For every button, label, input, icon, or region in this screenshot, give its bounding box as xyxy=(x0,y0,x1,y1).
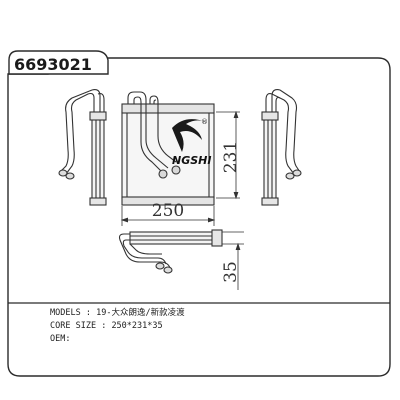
spec-models-value: 19-大众朗逸/新款凌渡 xyxy=(96,308,185,318)
spec-core-size-value: 250*231*35 xyxy=(111,321,163,331)
left-side-view xyxy=(58,89,107,206)
height-dimension xyxy=(216,110,240,200)
spec-core-size: CORE SIZE : 250*231*35 xyxy=(50,320,163,333)
part-number-tab xyxy=(8,50,109,75)
part-number: 6693021 xyxy=(14,55,92,74)
spec-oem-label: OEM xyxy=(50,334,66,344)
spec-oem: OEM: xyxy=(50,333,70,346)
spec-models-sep: : xyxy=(85,308,91,318)
brand-wordmark: NGSHI xyxy=(172,154,211,167)
right-side-view xyxy=(261,89,302,206)
front-view xyxy=(121,91,215,206)
spec-core-size-label: CORE SIZE xyxy=(50,321,97,331)
bottom-view xyxy=(118,229,223,274)
width-dimension xyxy=(120,206,216,226)
depth-label: 35 xyxy=(221,261,241,283)
width-label: 250 xyxy=(152,201,184,221)
spec-models-label: MODELS xyxy=(50,308,81,318)
brand-logo: ® NGSHI xyxy=(172,118,211,167)
spec-core-size-sep: : xyxy=(101,321,107,331)
spec-models: MODELS : 19-大众朗逸/新款凌渡 xyxy=(50,307,185,320)
spec-oem-sep: : xyxy=(65,334,71,344)
height-label: 231 xyxy=(221,141,241,173)
brand-registered-mark: ® xyxy=(201,118,208,126)
depth-dimension xyxy=(222,231,244,290)
